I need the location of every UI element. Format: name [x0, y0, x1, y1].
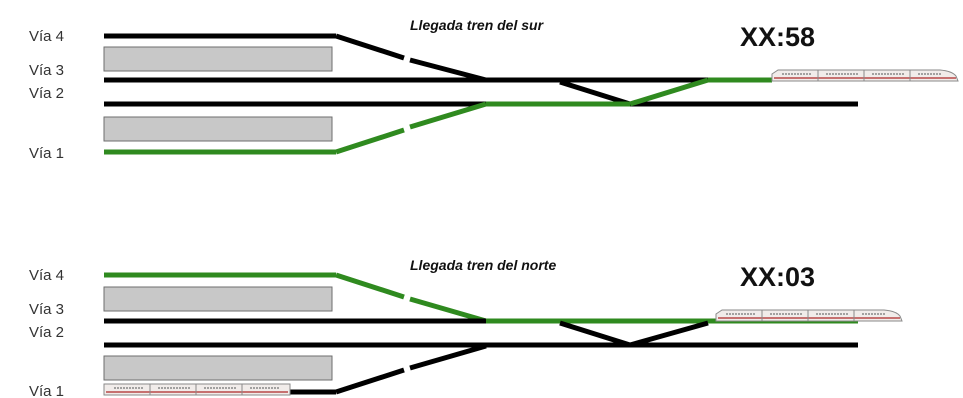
panel-north-arrival: Vía 4 Vía 3 Vía 2 Vía 1 Llegada tren del…: [29, 257, 903, 398]
crossover: [559, 79, 631, 107]
train-parked: [103, 383, 291, 396]
label-via-4: Vía 4: [29, 28, 64, 45]
track-via-4: [104, 33, 487, 83]
platform-lower: [103, 116, 333, 142]
label-via-4: Vía 4: [29, 267, 64, 284]
route-via-1-green: [104, 77, 772, 155]
train: [715, 309, 903, 322]
arrival-time: XX:03: [740, 262, 815, 292]
label-via-1: Vía 1: [29, 145, 64, 162]
label-via-2: Vía 2: [29, 324, 64, 341]
label-via-2: Vía 2: [29, 85, 64, 102]
platform-lower: [103, 355, 333, 381]
platform-upper: [103, 46, 333, 72]
platform-upper: [103, 286, 333, 312]
label-via-1: Vía 1: [29, 383, 64, 398]
label-via-3: Vía 3: [29, 62, 64, 79]
crossover: [559, 320, 709, 348]
train: [771, 69, 959, 82]
arrival-time: XX:58: [740, 22, 815, 52]
panel-title: Llegada tren del sur: [410, 17, 545, 33]
label-via-3: Vía 3: [29, 301, 64, 318]
panel-title: Llegada tren del norte: [410, 257, 556, 273]
panel-south-arrival: Vía 4 Vía 3 Vía 2 Vía 1 Llegada tren del…: [29, 17, 959, 162]
